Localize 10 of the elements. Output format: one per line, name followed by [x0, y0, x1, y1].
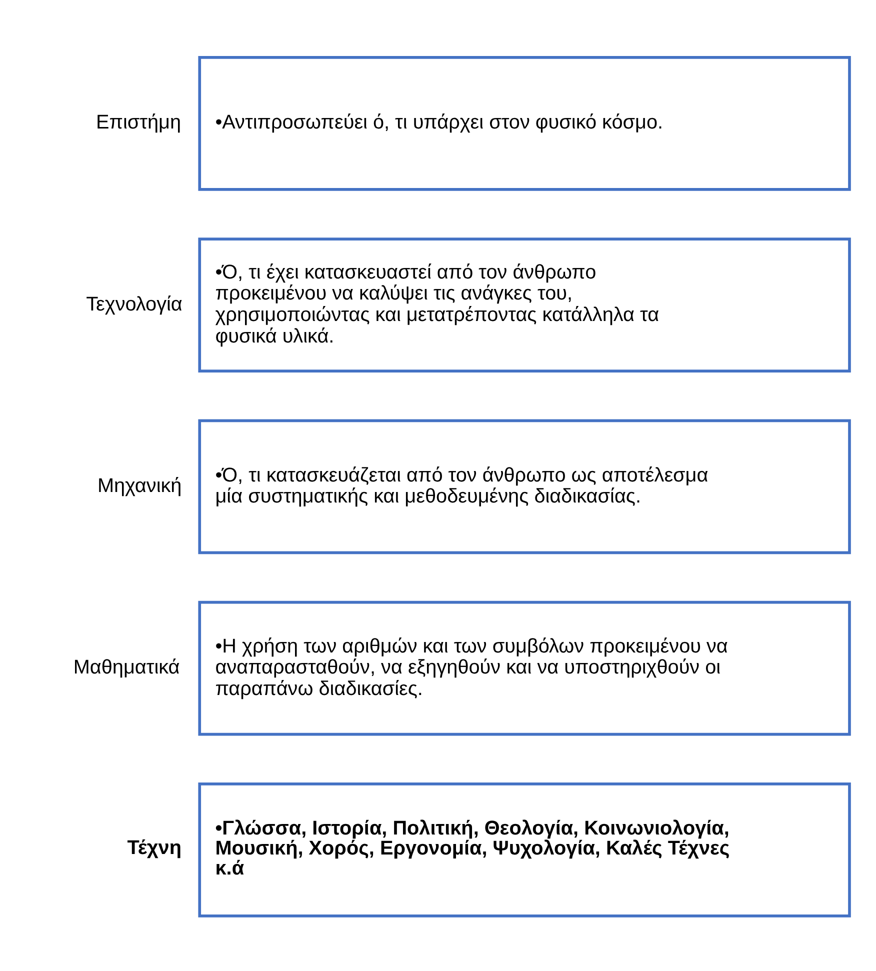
- node-box: •Γλώσσα, Ιστορία, Πολιτική, Θεολογία, Κοινωνιολογία, Μουσική, Χορός, Εργονομία, Ψυχολογία, Καλές Τέχνες κ.ά: [198, 782, 851, 917]
- node-box: •Αντιπροσωπεύει ό, τι υπάρχει στον φυσικό κόσμο.: [198, 56, 851, 190]
- node-box: •Ό, τι έχει κατασκευαστεί από τον άνθρωπο προκειμένου να καλύψει τις ανάγκες του, χρησιμοποιώντας και μετατρέποντας κατάλληλα τα φυσικά υλικά.: [198, 237, 851, 372]
- node-box: •Η χρήση των αριθμών και των συμβόλων προκειμένου να αναπαρασταθούν, να εξηγηθούν και να υποστηριχθούν οι παραπάνω διαδικασίες.: [198, 600, 851, 736]
- node-label: Μηχανική: [97, 474, 182, 496]
- node-label: Μαθηματικά: [73, 656, 180, 678]
- node-label: Τέχνη: [127, 836, 182, 858]
- node-label: Τεχνολογία: [86, 292, 182, 315]
- node-label: Επιστήμη: [96, 111, 182, 134]
- node-box: •Ό, τι κατασκευάζεται από τον άνθρωπο ως αποτέλεσμα μία συστηματικής και μεθοδευμένης διαδικασίας.: [198, 418, 851, 554]
